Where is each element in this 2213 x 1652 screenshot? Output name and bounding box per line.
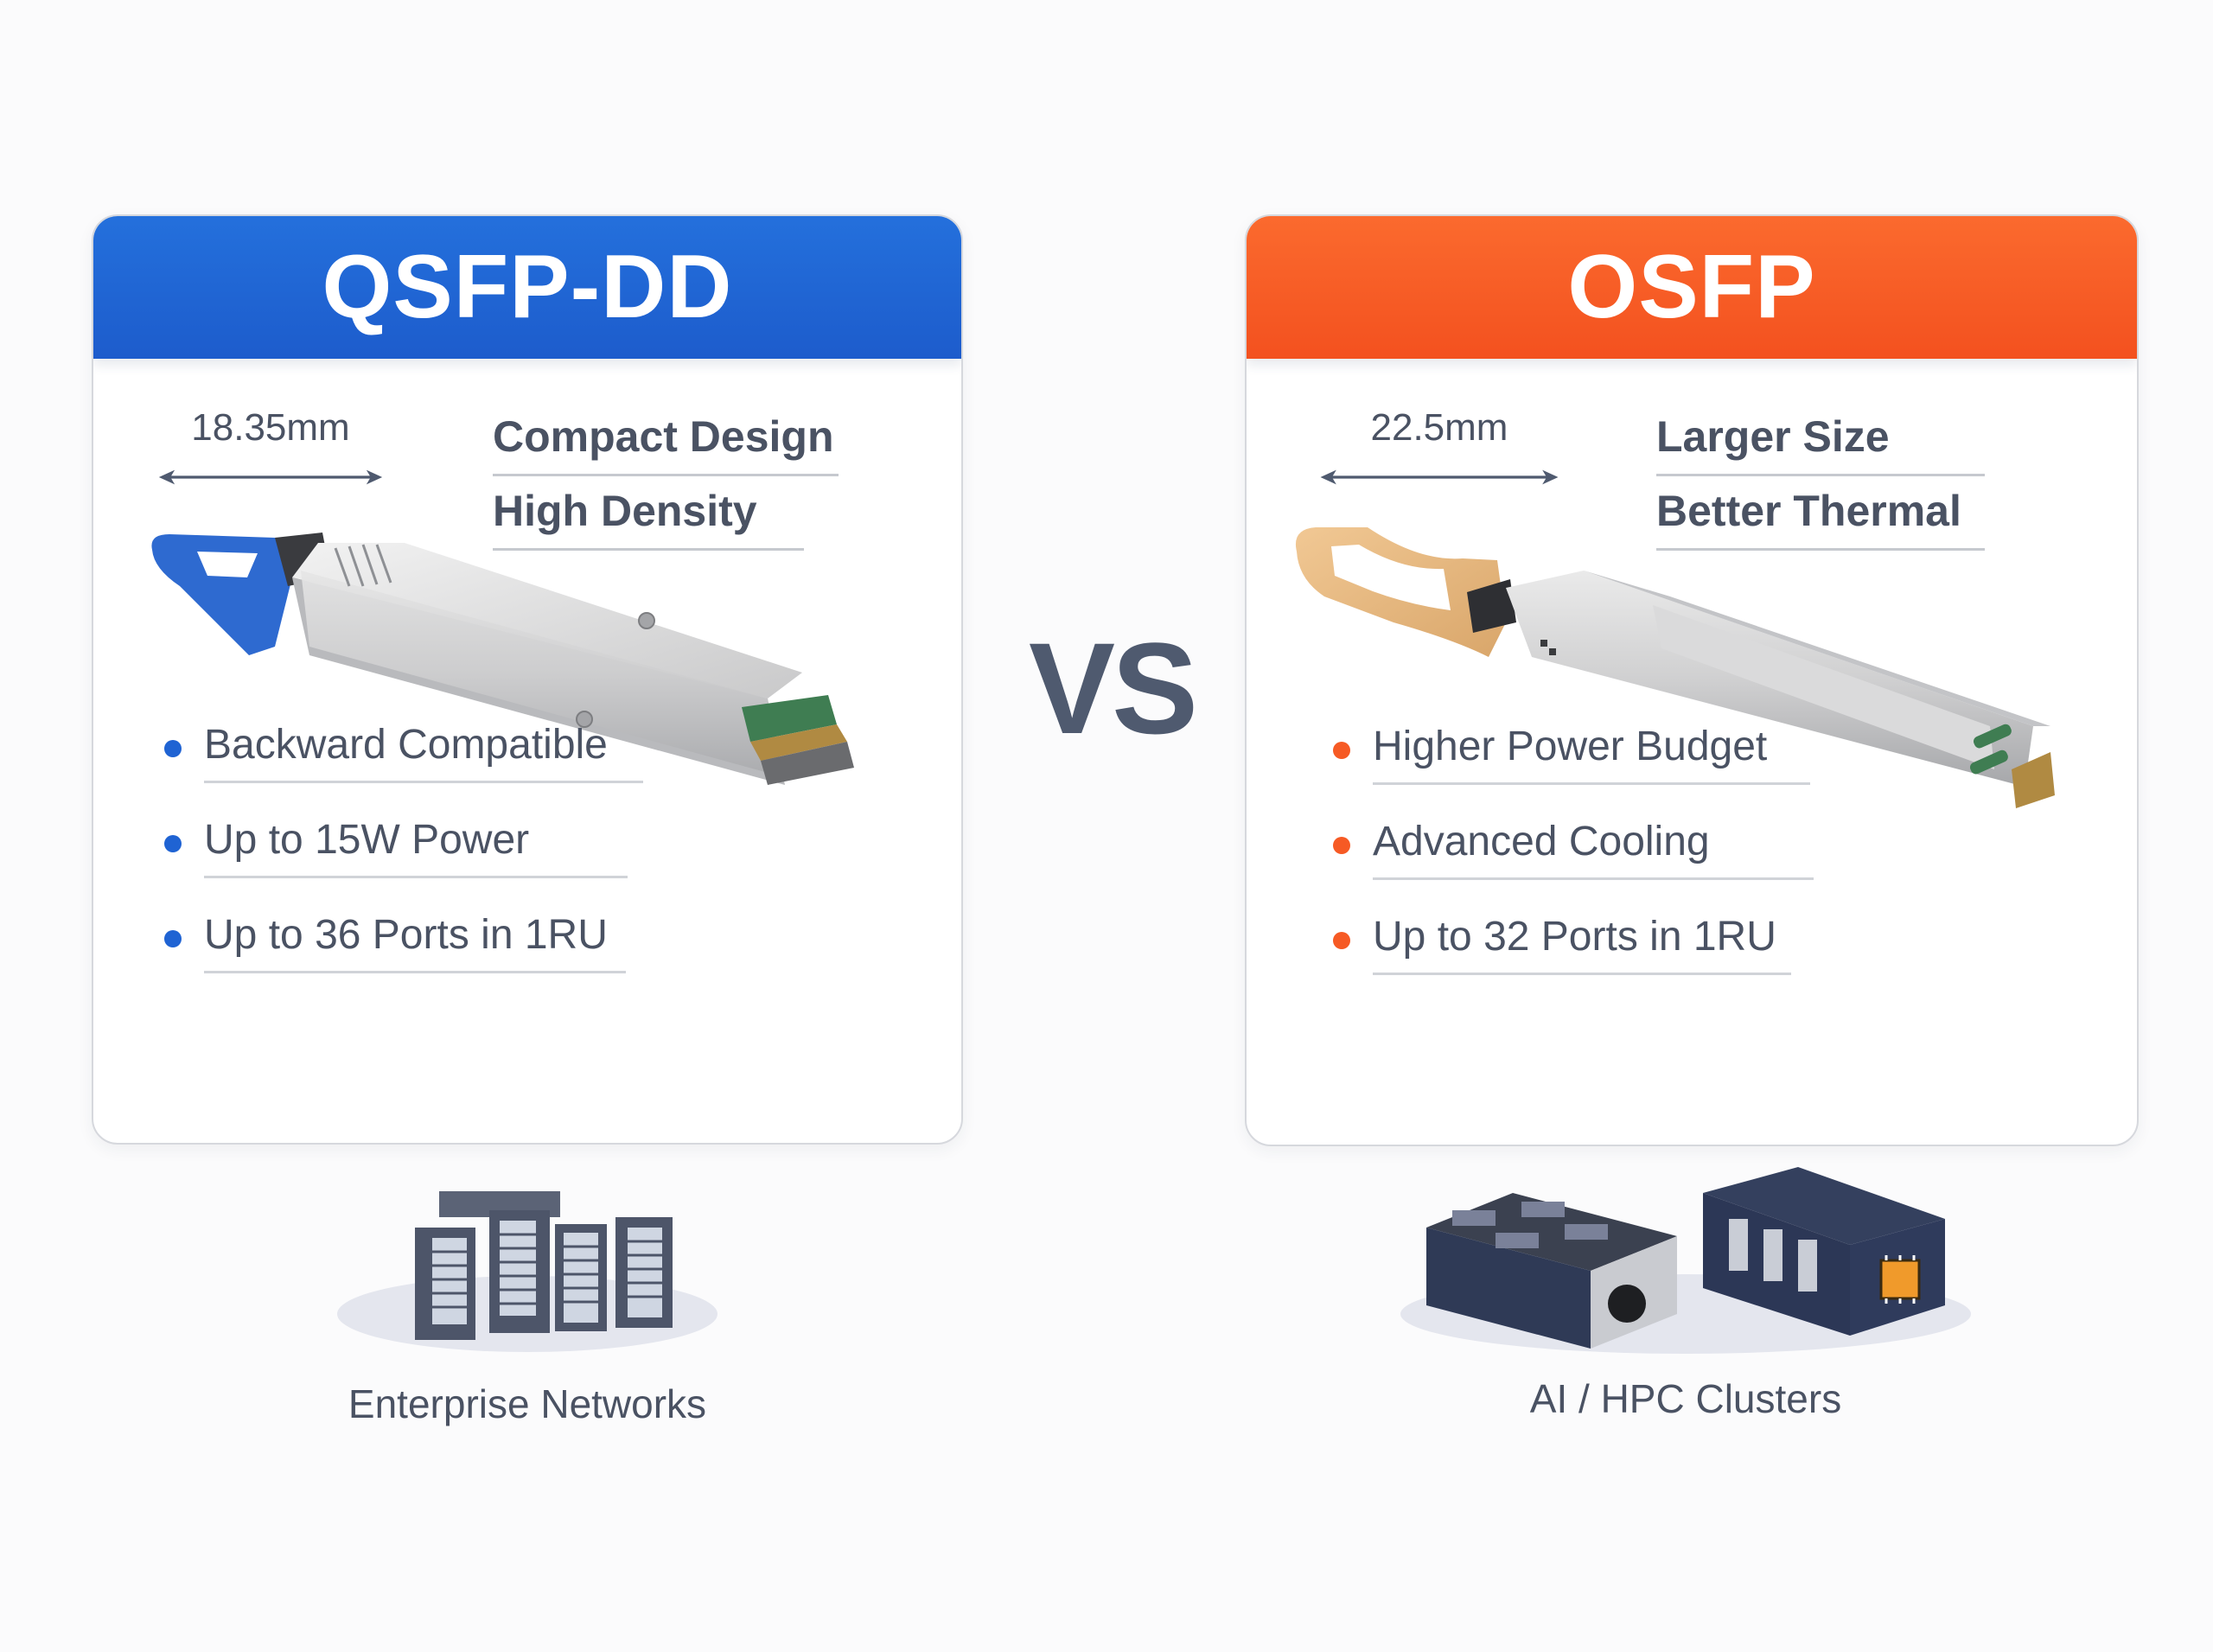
double-arrow-icon bbox=[158, 469, 383, 485]
qsfp-dd-bullet-item: Up to 15W Power bbox=[164, 816, 628, 878]
qsfp-dd-bullet-item: Up to 36 Ports in 1RU bbox=[164, 911, 626, 973]
ai-hpc-use-case-label: AI / HPC Clusters bbox=[1529, 1376, 1842, 1421]
qsfp-dd-feature-compact: Compact Design bbox=[493, 411, 839, 476]
osfp-bullet-item: Higher Power Budget bbox=[1333, 723, 1810, 785]
qsfp-dd-width-label: 18.35mm bbox=[191, 406, 350, 449]
bullet-dot-icon bbox=[164, 930, 182, 947]
qsfp-dd-card: QSFP-DD 18.35mm Compact Design High Dens… bbox=[92, 214, 963, 1145]
bullet-dot-icon bbox=[1333, 932, 1350, 949]
osfp-bullet-item: Advanced Cooling bbox=[1333, 818, 1814, 880]
osfp-width-dimension: 22.5mm bbox=[1297, 406, 1582, 485]
osfp-card: OSFP 22.5mm Larger Size Better Thermal bbox=[1245, 214, 2139, 1146]
osfp-feature-size: Larger Size bbox=[1656, 411, 1985, 476]
qsfp-dd-module-image bbox=[151, 533, 854, 785]
qsfp-dd-bullet-item: Backward Compatible bbox=[164, 721, 643, 783]
osfp-title: OSFP bbox=[1567, 237, 1816, 337]
bullet-dot-icon bbox=[164, 835, 182, 852]
osfp-module-image bbox=[1295, 527, 2055, 808]
qsfp-dd-width-dimension: 18.35mm bbox=[137, 406, 405, 485]
double-arrow-icon bbox=[1320, 469, 1559, 485]
ai-hpc-hardware-icon bbox=[1400, 1167, 1971, 1354]
osfp-bullet-item: Up to 32 Ports in 1RU bbox=[1333, 913, 1791, 975]
bullet-dot-icon bbox=[1333, 742, 1350, 759]
qsfp-dd-bullet-list: Backward Compatible Up to 15W Power Up t… bbox=[164, 721, 643, 1006]
bullet-dot-icon bbox=[164, 740, 182, 757]
osfp-feature-thermal: Better Thermal bbox=[1656, 486, 1985, 551]
enterprise-use-case-label: Enterprise Networks bbox=[348, 1381, 707, 1426]
qsfp-dd-header: QSFP-DD bbox=[93, 216, 961, 359]
qsfp-dd-feature-density: High Density bbox=[493, 486, 804, 551]
osfp-width-label: 22.5mm bbox=[1370, 406, 1508, 449]
osfp-header: OSFP bbox=[1247, 216, 2137, 359]
enterprise-use-case: Enterprise Networks bbox=[328, 1176, 726, 1427]
osfp-bullet-list: Higher Power Budget Advanced Cooling Up … bbox=[1333, 723, 1814, 1008]
ai-hpc-use-case: AI / HPC Clusters bbox=[1392, 1158, 1980, 1422]
bullet-dot-icon bbox=[1333, 837, 1350, 854]
qsfp-dd-title: QSFP-DD bbox=[322, 237, 733, 337]
server-racks-icon bbox=[337, 1191, 717, 1352]
vs-separator: VS bbox=[1029, 616, 1198, 761]
